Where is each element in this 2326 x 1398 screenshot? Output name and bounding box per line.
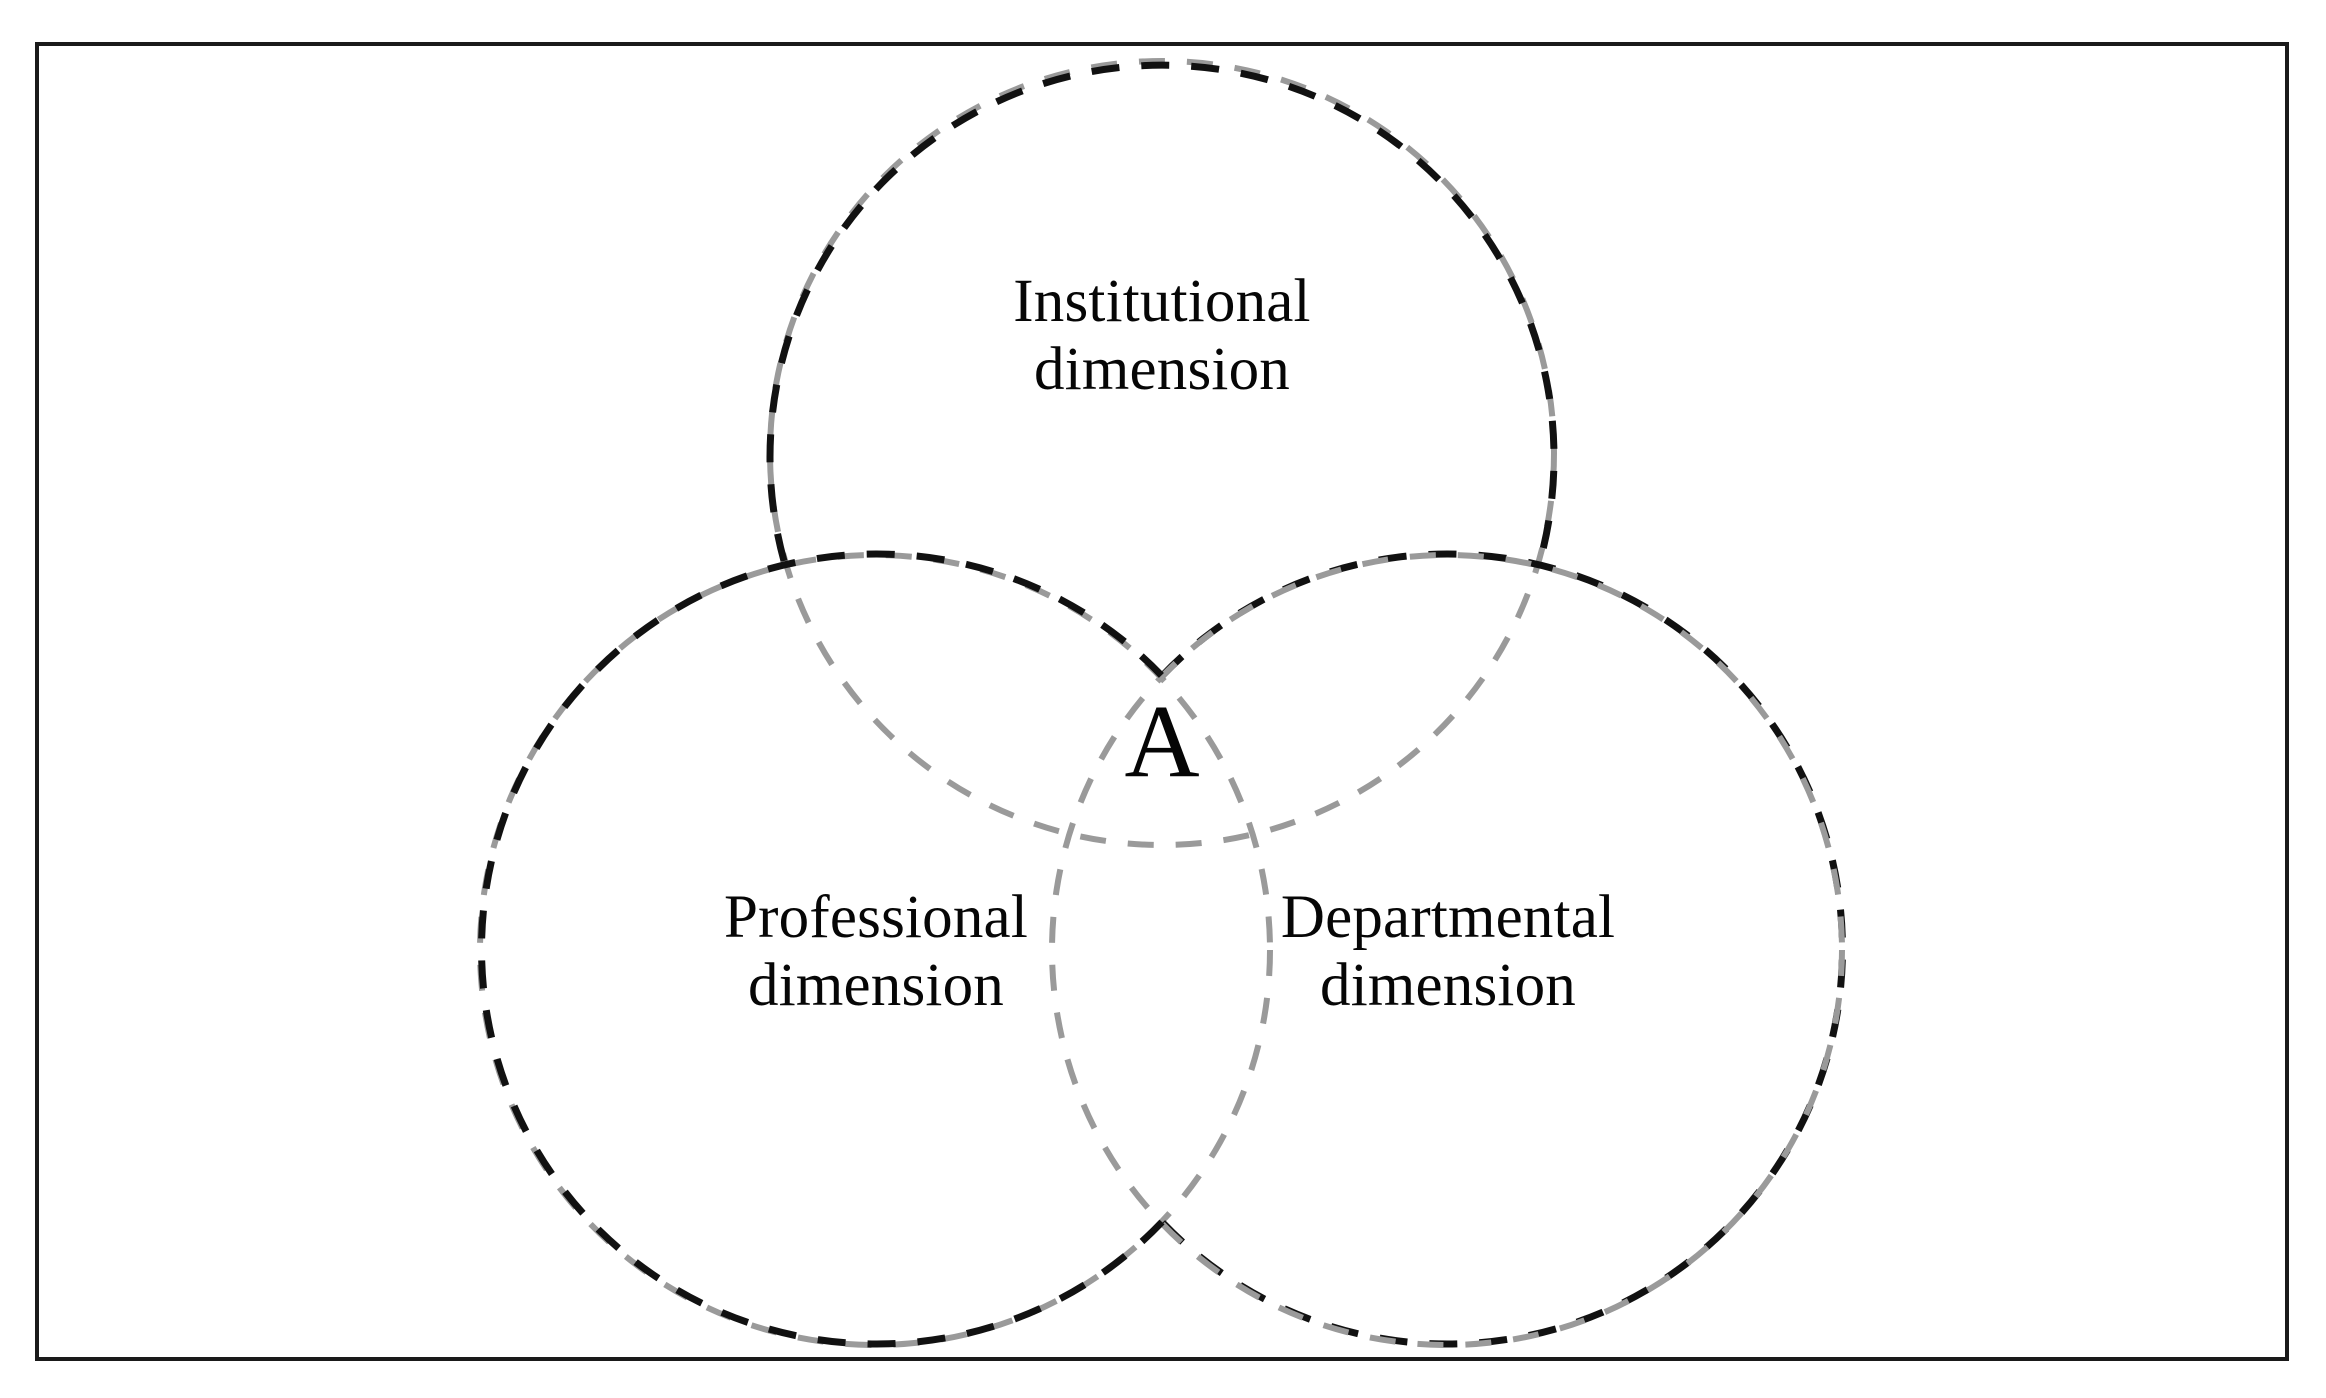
label-center-intersection-a: A [1124, 684, 1200, 799]
label-professional-dimension: Professional dimension [576, 884, 1176, 1021]
label-institutional-line1: Institutional [1013, 268, 1311, 335]
label-institutional-line2: dimension [1034, 336, 1290, 404]
label-departmental-dimension: Departmental dimension [1148, 884, 1748, 1021]
label-institutional-dimension: Institutional dimension [862, 268, 1462, 405]
label-professional-line2: dimension [748, 952, 1004, 1020]
label-professional-line1: Professional [724, 884, 1028, 951]
label-departmental-line1: Departmental [1280, 884, 1616, 951]
label-departmental-line2: dimension [1320, 952, 1576, 1020]
